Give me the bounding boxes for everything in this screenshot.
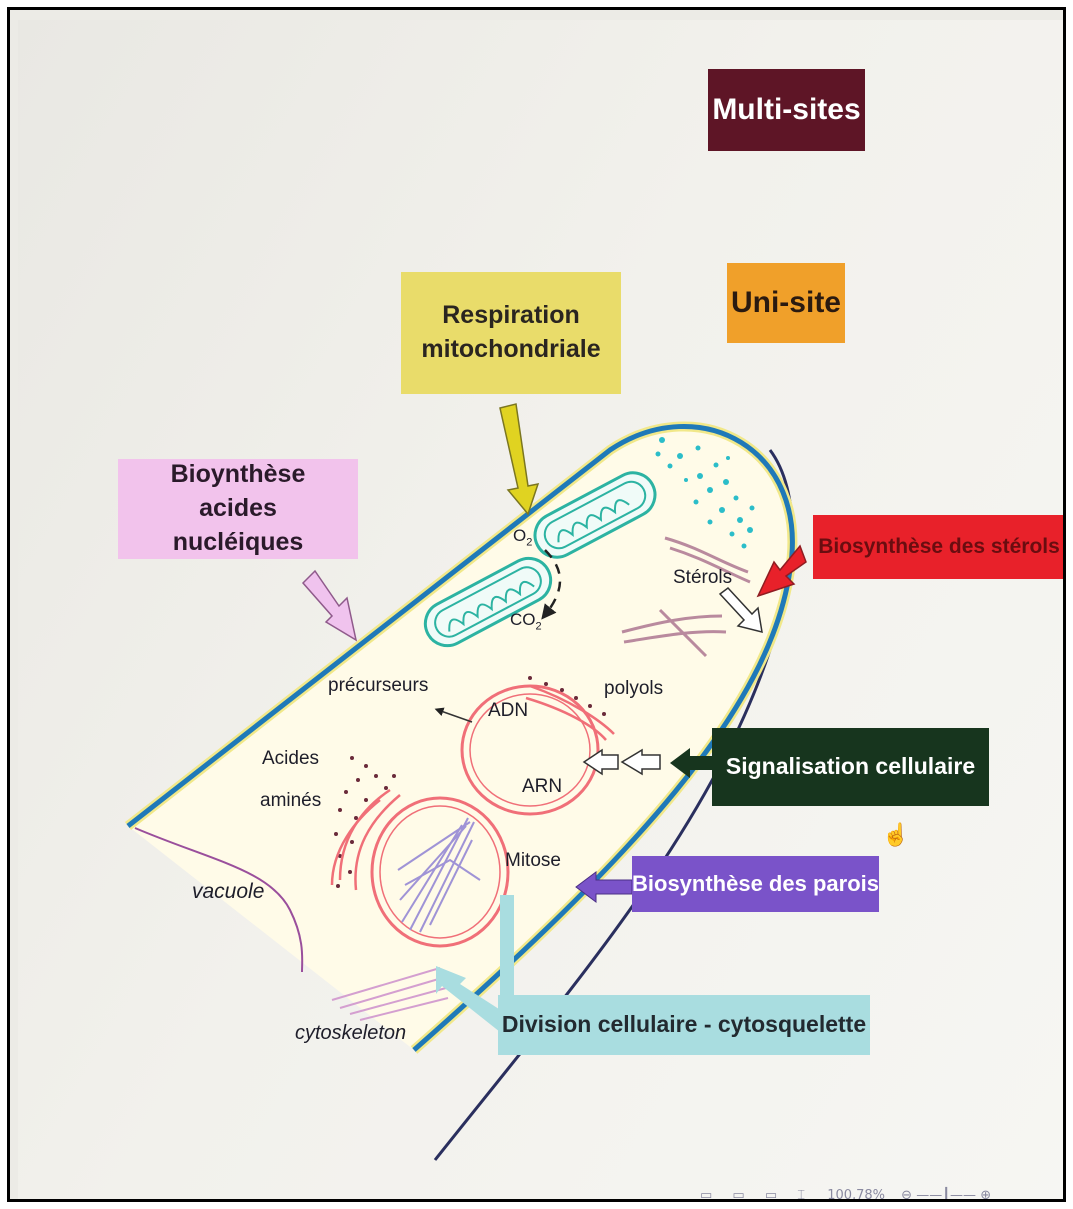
co2-label: CO2 [510, 610, 542, 632]
mitose-label: Mitose [505, 850, 561, 872]
zoom-level: 100,78% [827, 1188, 885, 1202]
amines-label: aminés [260, 790, 321, 812]
signalisation-box: Signalisation cellulaire [712, 728, 989, 806]
division-label: Division cellulaire - cytosquelette [502, 1009, 866, 1040]
uni-site-label: Uni-site [731, 283, 841, 324]
diagram-frame: Multi-sites Uni-site Respiration mitocho… [7, 7, 1066, 1202]
o2-label: O2 [513, 526, 532, 548]
respiration-arrow [500, 404, 538, 514]
acides-nucleiques-box: Bioynthèse acides nucléiques [118, 459, 358, 559]
signalisation-label: Signalisation cellulaire [726, 751, 975, 782]
multi-sites-label: Multi-sites [712, 90, 860, 131]
respiration-label: Respiration mitochondriale [413, 299, 609, 367]
arn-label: ARN [522, 776, 562, 798]
sterols-target-label: Biosynthèse des stérols [818, 533, 1060, 561]
division-box: Division cellulaire - cytosquelette [498, 995, 870, 1055]
sterols-cell-label: Stérols [673, 567, 732, 589]
parois-box: Biosynthèse des parois [632, 856, 879, 912]
vacuole-label: vacuole [192, 880, 264, 904]
acides-nucleiques-label: Bioynthèse acides nucléiques [136, 458, 340, 559]
precurseurs-label: précurseurs [328, 675, 428, 697]
adn-label: ADN [488, 700, 528, 722]
zoom-in-icon[interactable]: ⊕ [980, 1188, 991, 1202]
polyols-label: polyols [604, 678, 663, 700]
view-mode-icons[interactable]: ▭ ▭ ▭ ⌶ [700, 1188, 813, 1202]
zoom-status-bar: ▭ ▭ ▭ ⌶ 100,78% ⊖ ——┃—— ⊕ [700, 1188, 991, 1202]
hand-cursor-icon: ☝ [882, 822, 909, 848]
zoom-slider[interactable]: ——┃—— [916, 1188, 976, 1202]
acides-label: Acides [262, 748, 319, 770]
multi-sites-legend: Multi-sites [708, 69, 865, 151]
zoom-out-icon[interactable]: ⊖ [901, 1188, 912, 1202]
division-arrow-stem [500, 895, 514, 1005]
sterols-box: Biosynthèse des stérols [813, 515, 1065, 579]
acides-nucleiques-arrow [303, 571, 356, 640]
respiration-box: Respiration mitochondriale [401, 272, 621, 394]
cytoskeleton-label: cytoskeleton [295, 1022, 406, 1045]
parois-label: Biosynthèse des parois [632, 869, 879, 899]
uni-site-legend: Uni-site [727, 263, 845, 343]
